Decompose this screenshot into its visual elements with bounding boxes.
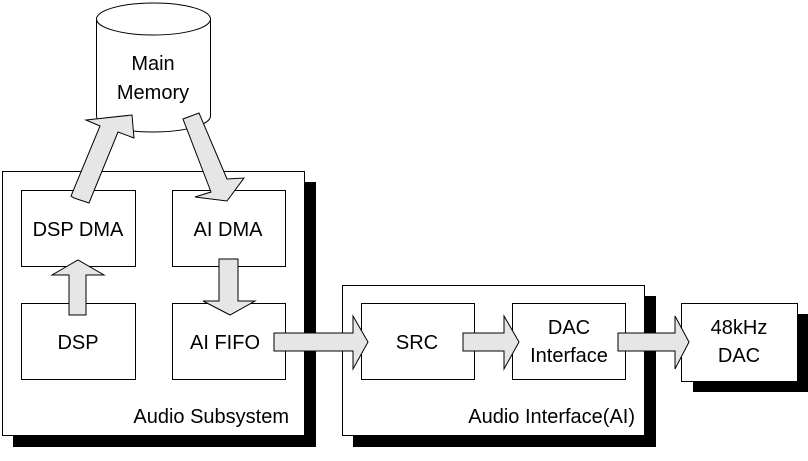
arrow-aififo-to-src	[273, 314, 369, 371]
main-memory-label-line2: Memory	[117, 82, 189, 104]
src-label: SRC	[396, 332, 438, 354]
dsp-block: DSP	[21, 303, 136, 380]
dac-label-line2: DAC	[718, 345, 760, 367]
dac-label-line1: 48kHz	[711, 317, 768, 339]
src-block: SRC	[361, 303, 475, 380]
ai-dma-box	[172, 190, 286, 267]
ai-fifo-label: AI FIFO	[190, 332, 260, 354]
dac-interface-block: DAC Interface	[512, 303, 626, 380]
dac-block: 48kHz DAC	[681, 303, 808, 392]
ai-dma-label: AI DMA	[194, 219, 264, 241]
dac-interface-label-line2: Interface	[530, 345, 608, 367]
audio-subsystem-label: Audio Subsystem	[133, 406, 289, 428]
dac-interface-box	[512, 303, 626, 380]
arrow-dsp-to-dspdma	[50, 259, 106, 316]
arrow-aidma-to-aififo	[202, 258, 257, 316]
ai-fifo-block: AI FIFO	[172, 303, 286, 380]
dsp-dma-box	[21, 190, 136, 267]
dsp-dma-label: DSP DMA	[33, 219, 124, 241]
dac-interface-label-line1: DAC	[548, 317, 590, 339]
arrow-dspdma-to-memory	[70, 114, 135, 204]
dac-box	[681, 303, 798, 382]
main-memory-top	[96, 2, 211, 36]
arrow-memory-to-aidma	[182, 112, 246, 202]
dsp-label: DSP	[57, 332, 98, 354]
arrow-dacif-to-dac	[617, 315, 690, 370]
ai-dma-block: AI DMA	[172, 190, 286, 267]
ai-fifo-box	[172, 303, 286, 380]
audio-interface-label: Audio Interface(AI)	[468, 406, 635, 428]
dsp-dma-block: DSP DMA	[21, 190, 136, 267]
main-memory-label-line1: Main	[131, 53, 174, 75]
arrow-src-to-dacif	[462, 314, 520, 371]
main-memory-cylinder: Main Memory	[96, 2, 211, 133]
